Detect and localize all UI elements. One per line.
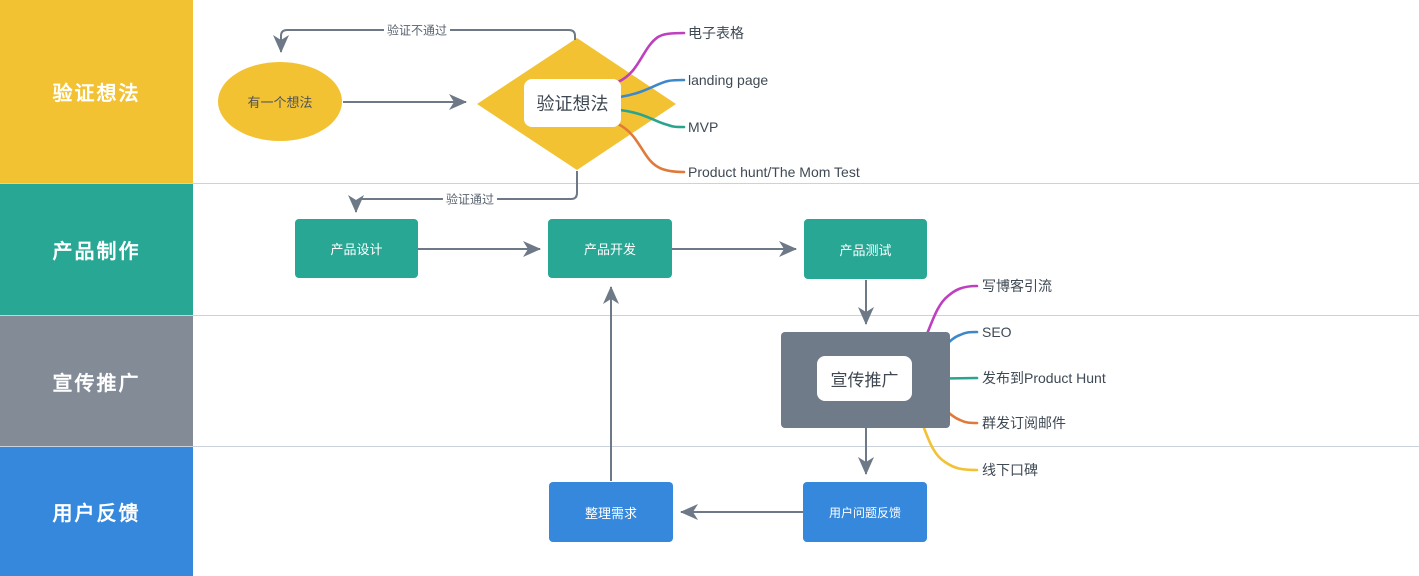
validate-diamond-label[interactable]: 验证想法 [524, 79, 621, 127]
lane-label: 宣传推广 [52, 372, 141, 395]
validate-method-landing-page[interactable]: landing page [688, 72, 769, 88]
feedback-box-node[interactable]: 用户问题反馈 [803, 482, 927, 542]
edge-label-validate-pass: 验证通过 [442, 190, 498, 208]
validate-method-spreadsheet[interactable]: 电子表格 [688, 25, 744, 41]
design-box-node[interactable]: 产品设计 [295, 219, 418, 278]
lane-label: 产品制作 [52, 241, 141, 263]
test-box-node[interactable]: 产品测试 [804, 219, 927, 279]
develop-box-node[interactable]: 产品开发 [548, 219, 672, 278]
validate-method-product-hunt[interactable]: Product hunt/The Mom Test [688, 164, 860, 180]
feedback-node-label: 用户问题反馈 [828, 505, 901, 520]
design-node-label: 产品设计 [330, 242, 383, 257]
promote-box-label[interactable]: 宣传推广 [817, 356, 912, 401]
lane-divider [0, 315, 1419, 316]
lane-band-promotion[interactable]: 宣传推广 [0, 316, 193, 446]
collect-box-node[interactable]: 整理需求 [549, 482, 673, 542]
validate-node-label: 验证想法 [536, 94, 609, 114]
promote-node-label: 宣传推广 [830, 371, 899, 390]
lane-band-product-build[interactable]: 产品制作 [0, 184, 193, 315]
collect-node-label: 整理需求 [584, 505, 637, 521]
idea-node-label: 有一个想法 [247, 95, 313, 110]
branch-spreadsheet [616, 31, 686, 84]
edge-label-validate-fail: 验证不通过 [383, 21, 451, 39]
validate-method-mvp[interactable]: MVP [688, 119, 719, 135]
develop-node-label: 产品开发 [583, 242, 636, 257]
branch-landing-page [618, 78, 686, 99]
lane-band-user-feedback[interactable]: 用户反馈 [0, 447, 193, 576]
lane-label: 用户反馈 [52, 503, 141, 525]
promote-method-blog[interactable]: 写博客引流 [982, 278, 1052, 294]
branch-mvp [618, 108, 686, 129]
lane-band-validate-idea[interactable]: 验证想法 [0, 0, 193, 183]
lane-divider [0, 183, 1419, 184]
lane-divider [0, 446, 1419, 447]
promote-method-product-hunt[interactable]: 发布到Product Hunt [982, 370, 1106, 386]
idea-ellipse-node[interactable]: 有一个想法 [218, 62, 342, 141]
promote-method-email[interactable]: 群发订阅邮件 [982, 415, 1066, 431]
lane-label: 验证想法 [52, 83, 141, 105]
promote-method-word-of-mouth[interactable]: 线下口碑 [982, 462, 1038, 478]
branch-product-hunt [616, 122, 686, 174]
test-node-label: 产品测试 [839, 242, 892, 258]
promote-method-seo[interactable]: SEO [982, 324, 1012, 340]
